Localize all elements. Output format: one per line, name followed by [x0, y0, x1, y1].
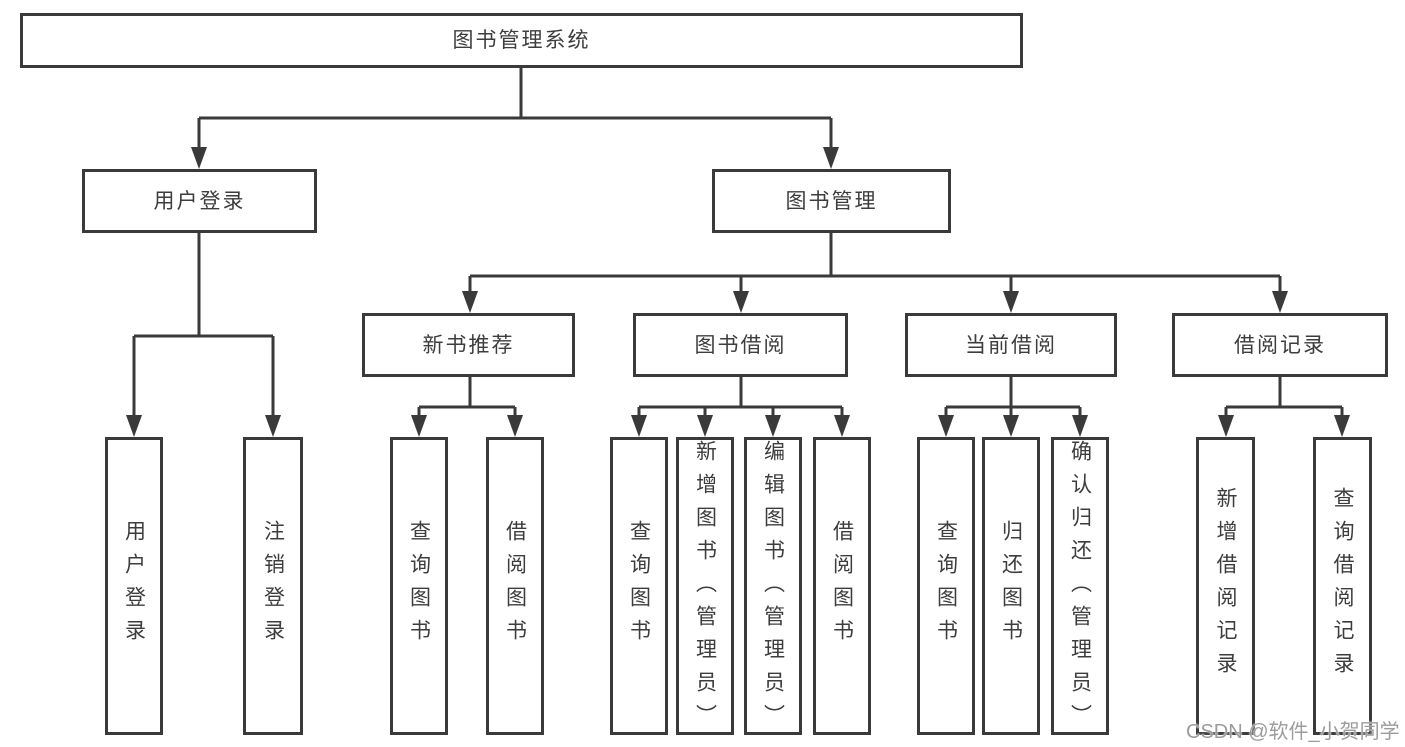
connector-book-borrow-children	[631, 377, 850, 437]
node-current-borrow: 当前借阅	[905, 313, 1117, 377]
leaf-add-book-admin: 新增图书（管理员）	[676, 437, 734, 737]
connector-current-borrow-children	[938, 377, 1088, 437]
leaf-query-books-borrow: 查询图书	[610, 437, 668, 735]
node-book-management-label: 图书管理	[785, 189, 878, 213]
node-root: 图书管理系统	[20, 13, 1023, 68]
node-current-borrow-label: 当前借阅	[965, 333, 1057, 357]
leaf-return-book: 归还图书	[982, 437, 1040, 735]
leaf-logout-label: 注销登录	[261, 520, 285, 652]
leaf-edit-book-admin-label: 编辑图书（管理员）	[761, 440, 785, 737]
watermark: CSDN @软件_小贺同学	[1186, 721, 1400, 743]
node-new-book-recommend: 新书推荐	[362, 313, 575, 377]
leaf-add-borrow-record-label: 新增借阅记录	[1214, 487, 1237, 685]
connector-root-to-level2	[191, 68, 839, 169]
leaf-query-books-recommend: 查询图书	[390, 437, 448, 735]
node-user-login: 用户登录	[82, 169, 317, 233]
node-new-book-recommend-label: 新书推荐	[422, 333, 515, 357]
leaf-return-book-label: 归还图书	[999, 520, 1023, 652]
node-book-borrow: 图书借阅	[633, 313, 848, 377]
leaf-confirm-return-admin-label: 确认归还（管理员）	[1068, 440, 1092, 737]
connector-book-management-children	[462, 233, 1288, 313]
leaf-logout: 注销登录	[243, 437, 303, 735]
leaf-borrow-books-borrow: 借阅图书	[813, 437, 871, 735]
node-root-label: 图书管理系统	[452, 29, 591, 52]
leaf-add-borrow-record: 新增借阅记录	[1196, 437, 1255, 735]
leaf-query-books-borrow-label: 查询图书	[627, 520, 651, 652]
leaf-borrow-books-recommend-label: 借阅图书	[503, 520, 527, 652]
leaf-add-book-admin-label: 新增图书（管理员）	[693, 440, 717, 737]
leaf-edit-book-admin: 编辑图书（管理员）	[744, 437, 802, 737]
node-borrow-records: 借阅记录	[1172, 313, 1388, 377]
node-borrow-records-label: 借阅记录	[1234, 333, 1326, 357]
leaf-query-borrow-record: 查询借阅记录	[1313, 437, 1372, 735]
leaf-query-books-current-label: 查询图书	[934, 520, 958, 652]
connector-borrow-records-children	[1218, 377, 1350, 437]
leaf-borrow-books-recommend: 借阅图书	[486, 437, 544, 735]
leaf-query-books-recommend-label: 查询图书	[407, 520, 431, 652]
leaf-user-login: 用户登录	[105, 437, 163, 735]
node-book-borrow-label: 图书借阅	[694, 333, 787, 357]
node-user-login-label: 用户登录	[153, 189, 246, 213]
node-book-management: 图书管理	[712, 169, 951, 233]
leaf-user-login-label: 用户登录	[122, 520, 146, 652]
connector-new-book-recommend-children	[411, 377, 523, 437]
leaf-query-books-current: 查询图书	[917, 437, 975, 735]
leaf-query-borrow-record-label: 查询借阅记录	[1331, 487, 1354, 685]
leaf-borrow-books-borrow-label: 借阅图书	[830, 520, 854, 652]
leaf-confirm-return-admin: 确认归还（管理员）	[1051, 437, 1109, 737]
connector-user-login-children	[126, 233, 281, 437]
